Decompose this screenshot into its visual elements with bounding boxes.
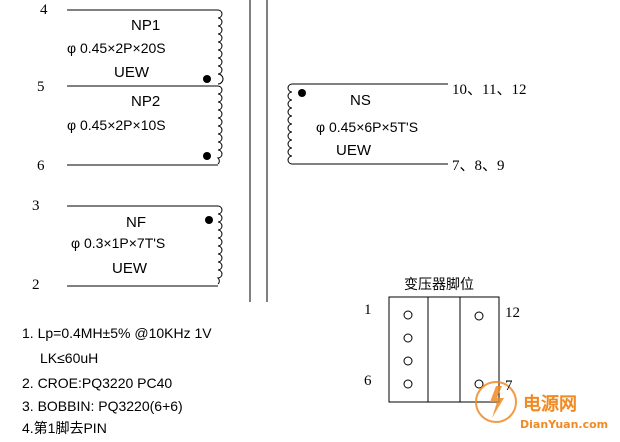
ns-coil	[287, 83, 293, 165]
bobbin-pin-hole	[474, 379, 484, 389]
nf-polarity-dot	[205, 216, 213, 224]
bobbin-pin-label-right-top: 12	[505, 305, 520, 321]
nf-wire-type: UEW	[112, 260, 147, 277]
pin-label-np1-start: 4	[40, 2, 48, 18]
bobbin-pin-label-left-top: 1	[364, 302, 372, 318]
pin-label-np2-end: 6	[37, 158, 45, 174]
bobbin-pin-hole	[403, 310, 413, 320]
watermark-en: DianYuan.com	[520, 418, 609, 431]
nf-coil	[216, 205, 223, 285]
np1-winding-spec: φ 0.45×2P×20S	[67, 40, 166, 56]
np1-polarity-dot	[203, 75, 211, 83]
nf-winding-spec: φ 0.3×1P×7T'S	[71, 235, 166, 251]
ns-wire-type: UEW	[336, 142, 371, 159]
np1-winding-name: NP1	[131, 17, 161, 34]
ns-polarity-dot	[298, 89, 306, 97]
bobbin-pin-hole	[474, 311, 484, 321]
pin-label-nf-end: 2	[32, 277, 40, 293]
watermark-logo-icon	[475, 381, 517, 423]
pin-label-nf-start: 3	[32, 198, 40, 214]
ns-winding-name: NS	[350, 92, 371, 109]
pin-diagram-title: 变压器脚位	[404, 277, 474, 293]
note-line: 1. Lp=0.4MH±5% @10KHz 1V	[22, 325, 212, 341]
ns-winding-spec: φ 0.45×6P×5T'S	[316, 119, 419, 135]
note-line: 4.第1脚去PIN	[22, 420, 107, 436]
note-line: 3. BOBBIN: PQ3220(6+6)	[22, 398, 183, 414]
bobbin-pin-label-right-bottom: 7	[505, 378, 513, 394]
bobbin-pin-label-left-bottom: 6	[364, 373, 372, 389]
bobbin-pin-hole	[403, 356, 413, 366]
np2-winding-name: NP2	[131, 93, 161, 110]
bobbin-pin-hole	[403, 379, 413, 389]
np2-polarity-dot	[203, 152, 211, 160]
np2-coil	[216, 85, 223, 165]
np1-coil	[217, 9, 224, 85]
pin-label-np1-end: 5	[37, 79, 45, 95]
pin-label-ns-start: 10、11、12	[452, 82, 527, 98]
pin-label-ns-end: 7、8、9	[452, 158, 505, 174]
watermark-cn: 电源网	[523, 394, 577, 415]
np2-winding-spec: φ 0.45×2P×10S	[67, 117, 166, 133]
nf-winding-name: NF	[126, 214, 146, 231]
bobbin-pin-hole	[403, 333, 413, 343]
note-line: 2. CROE:PQ3220 PC40	[22, 375, 173, 391]
note-line: LK≤60uH	[40, 350, 99, 366]
bobbin-outline	[388, 296, 500, 403]
np1-wire-type: UEW	[114, 64, 149, 81]
